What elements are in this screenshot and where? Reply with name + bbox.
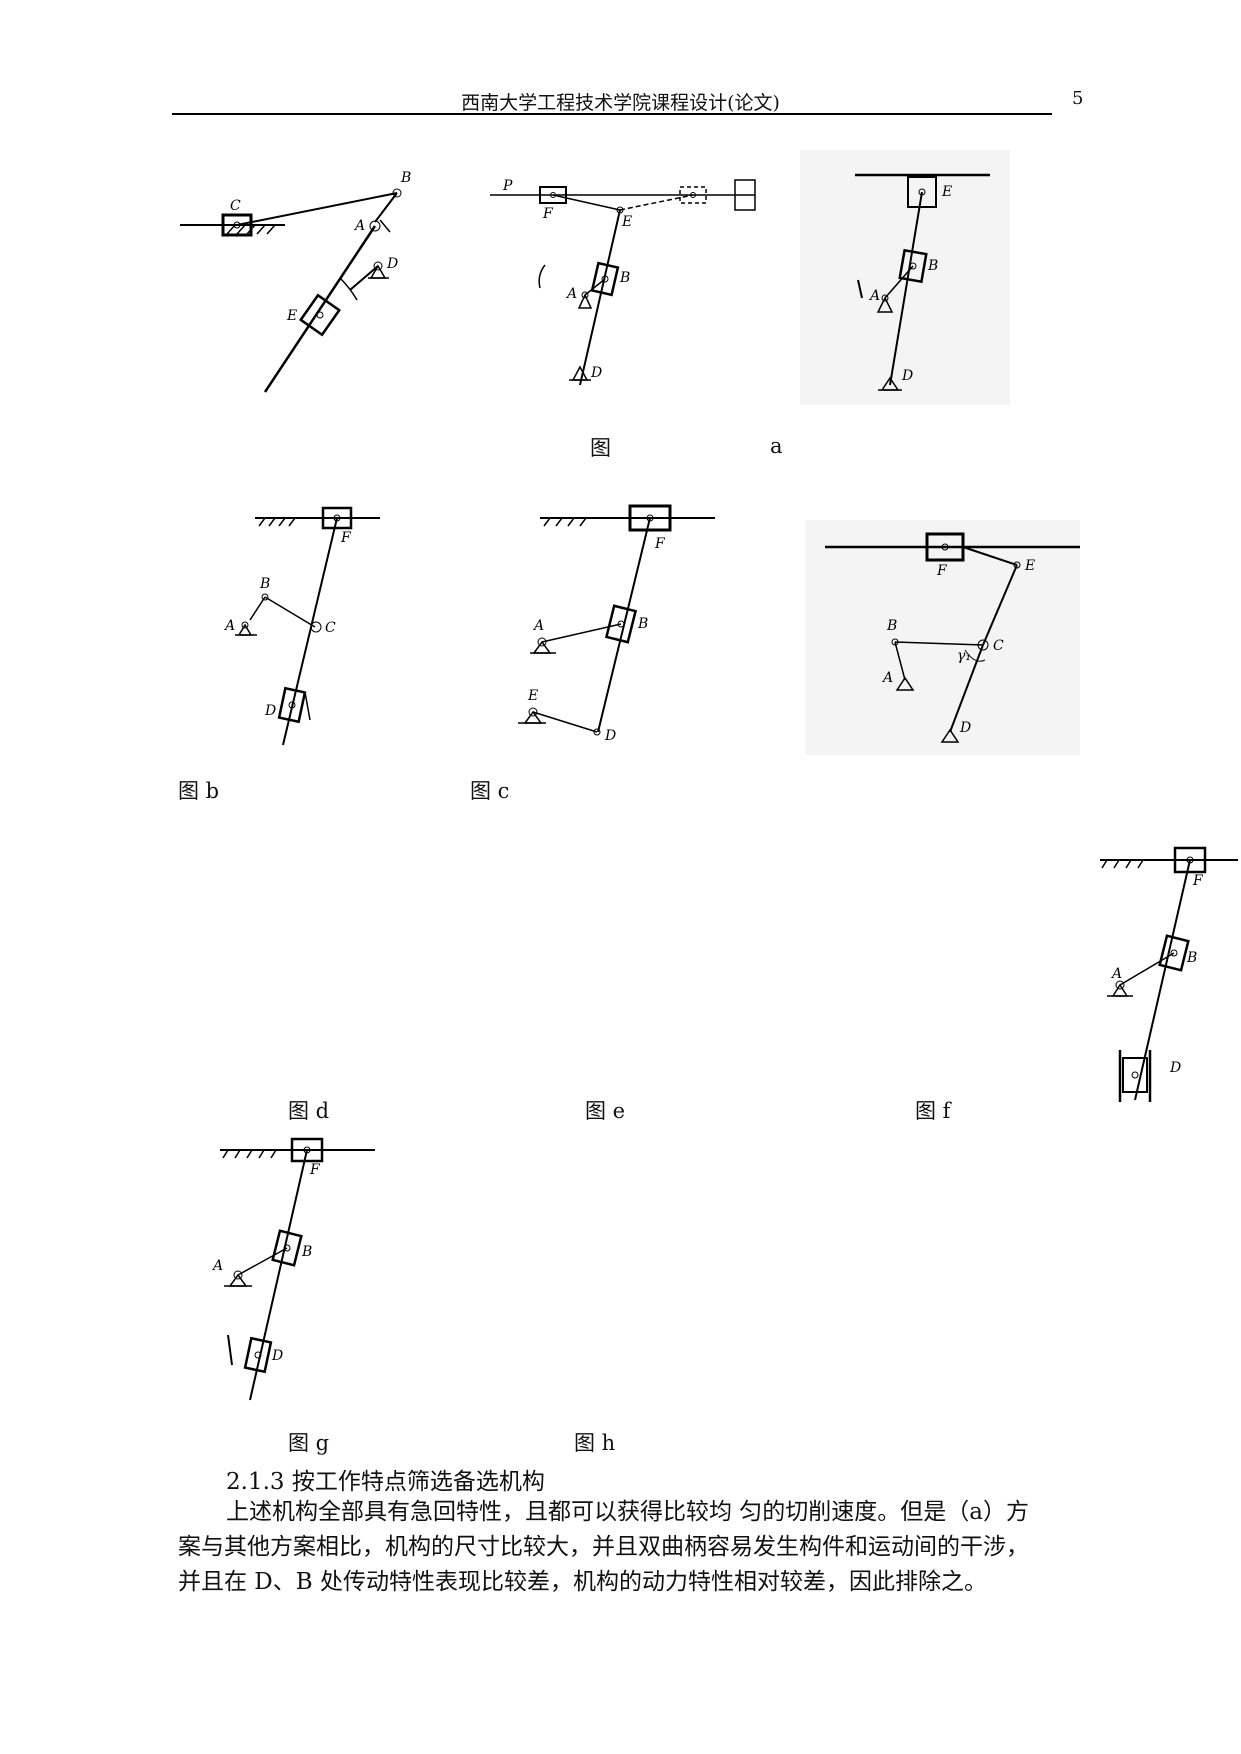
label-B: B bbox=[1186, 950, 1197, 966]
label-D: D bbox=[271, 1348, 283, 1364]
label-A: A bbox=[565, 286, 577, 302]
caption-figure-c: 图 c bbox=[470, 779, 510, 803]
label-F: F bbox=[1192, 873, 1204, 889]
mechanism-diagram-g: F B A D bbox=[211, 1137, 375, 1401]
label-D: D bbox=[901, 368, 913, 384]
label-E: E bbox=[621, 214, 632, 230]
caption-figure-g: 图 g bbox=[288, 1431, 330, 1455]
label-D: D bbox=[1169, 1060, 1181, 1076]
label-A: A bbox=[868, 288, 880, 304]
label-F: F bbox=[654, 536, 666, 552]
label-B: B bbox=[301, 1244, 312, 1260]
header-rule bbox=[172, 113, 1052, 115]
label-A: A bbox=[353, 218, 365, 234]
mechanism-diagram-3: E B A D bbox=[800, 150, 1010, 405]
label-E: E bbox=[1024, 558, 1035, 574]
label-D: D bbox=[386, 256, 398, 272]
label-D: D bbox=[959, 720, 971, 736]
label-E: E bbox=[941, 184, 952, 200]
label-A: A bbox=[211, 1258, 223, 1274]
label-A: A bbox=[1110, 966, 1122, 982]
label-D: D bbox=[264, 703, 276, 719]
mechanism-diagram-b: F B A C D bbox=[223, 506, 380, 746]
label-F: F bbox=[340, 530, 352, 546]
caption-figure-f: 图 f bbox=[915, 1099, 951, 1123]
caption-figure-e: 图 e bbox=[585, 1099, 626, 1123]
label-C: C bbox=[230, 198, 241, 214]
caption-figure-b: 图 b bbox=[178, 779, 220, 803]
label-D: D bbox=[590, 365, 602, 381]
label-D: D bbox=[604, 728, 616, 744]
caption-figure-a-left: 图 bbox=[590, 436, 611, 460]
label-A: A bbox=[532, 618, 544, 634]
page-number: 5 bbox=[1072, 88, 1084, 109]
mechanism-diagram-2: P F E B A D bbox=[490, 178, 756, 386]
paragraph-line-1: 上述机构全部具有急回特性，且都可以获得比较均 匀的切削速度。但是（a）方 bbox=[226, 1499, 1030, 1525]
label-E: E bbox=[527, 688, 538, 704]
label-A: A bbox=[881, 670, 893, 686]
label-F: F bbox=[309, 1162, 321, 1178]
label-F: F bbox=[542, 206, 554, 222]
label-B: B bbox=[400, 170, 411, 186]
label-C: C bbox=[993, 638, 1004, 654]
running-header-title: 西南大学工程技术学院课程设计(论文) bbox=[461, 92, 780, 114]
label-E: E bbox=[286, 308, 297, 324]
label-F: F bbox=[936, 563, 948, 579]
paragraph-line-3: 并且在 D、B 处传动特性表现比较差，机构的动力特性相对较差，因此排除之。 bbox=[178, 1569, 987, 1595]
label-C: C bbox=[325, 620, 336, 636]
label-gamma: γ₁ bbox=[957, 648, 971, 664]
label-B: B bbox=[927, 258, 938, 274]
caption-figure-d: 图 d bbox=[288, 1099, 330, 1123]
caption-figure-h: 图 h bbox=[574, 1431, 616, 1455]
label-B: B bbox=[619, 270, 630, 286]
mechanism-diagram-c: F A B E D bbox=[518, 504, 715, 744]
section-heading: 2.1.3 按工作特点筛选备选机构 bbox=[226, 1469, 545, 1495]
mechanism-diagram-edge: F B A D bbox=[1100, 846, 1238, 1102]
mechanism-diagram-row2-right: F E B C γ₁ A D bbox=[805, 520, 1080, 755]
label-A: A bbox=[223, 618, 235, 634]
paragraph-line-2: 案与其他方案相比，机构的尺寸比较大，并且双曲柄容易发生构件和运动间的干涉， bbox=[178, 1534, 1029, 1560]
section-paragraph: 上述机构全部具有急回特性，且都可以获得比较均 匀的切削速度。但是（a）方 案与其… bbox=[178, 1495, 1098, 1600]
caption-figure-a-right: a bbox=[770, 434, 783, 458]
label-B: B bbox=[886, 618, 897, 634]
label-P: P bbox=[502, 178, 513, 194]
label-B: B bbox=[637, 616, 648, 632]
mechanism-diagram-1: C B A D E bbox=[180, 170, 411, 393]
label-B: B bbox=[259, 576, 270, 592]
